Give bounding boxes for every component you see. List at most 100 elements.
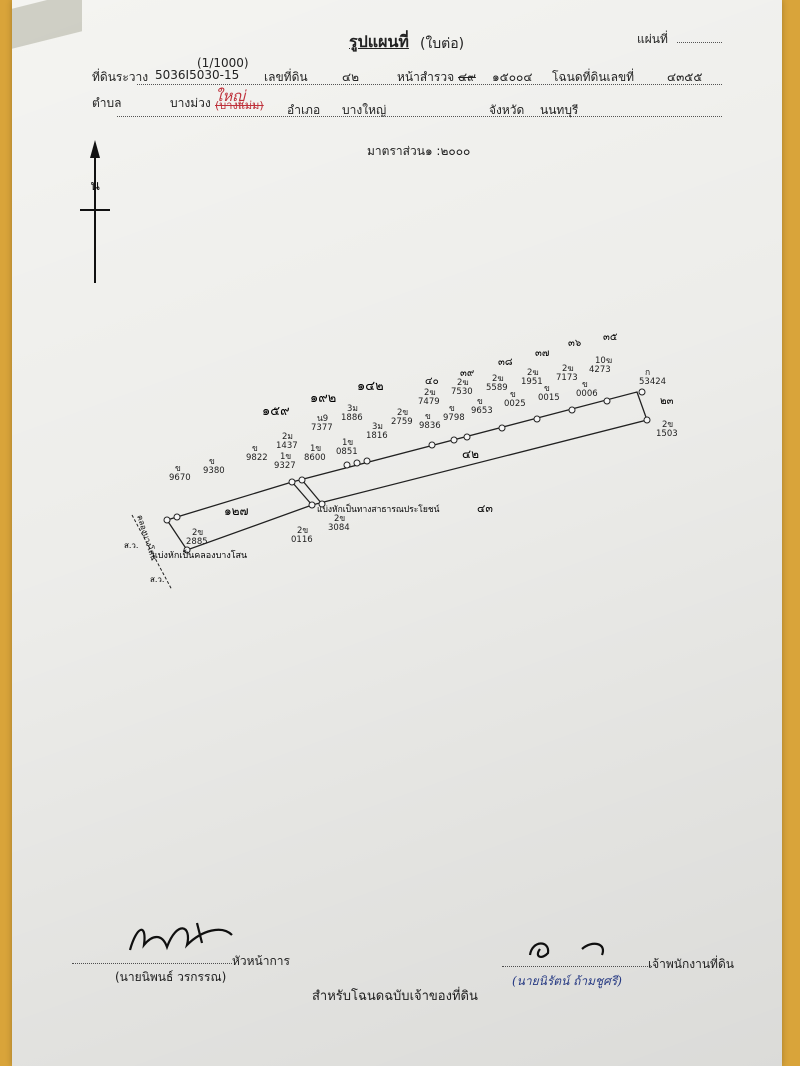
point-code: ข [510, 390, 516, 400]
point-number: 9798 [443, 413, 465, 423]
province-value: นนทบุรี [540, 103, 579, 117]
right-name: (นายนิรัตน์ ถ้ามชูศรี) [512, 974, 622, 988]
point-code: 1ข [280, 452, 291, 462]
canal-note: แบ่งหักเป็นคลองบางโสน [152, 548, 247, 561]
page-value: ๑๕๐๐๔ [492, 70, 533, 84]
scale-label: มาตราส่วน [367, 144, 425, 158]
point-code: 2ฆ [457, 378, 469, 388]
point-number: 7479 [418, 397, 440, 407]
point-code: ข [477, 397, 483, 407]
page-value-struck: ๔๙ [458, 70, 476, 84]
label-40: ๔๐ [425, 376, 439, 387]
subdistrict-label: ตำบล [92, 96, 122, 110]
parcel-br-label: ๒๓ [660, 396, 674, 407]
point-code: ข [544, 384, 550, 394]
point-code: 2ฆ [562, 364, 574, 374]
label-142: ๑๔๒ [357, 379, 384, 394]
survey-map-sheet: รูปแผนที่ (ใบต่อ) แผ่นที่ (1/1000) ที่ดิ… [12, 0, 782, 1066]
point-code: 2ข [297, 526, 308, 536]
point-number: 9327 [274, 461, 296, 471]
road-note: แบ่งหักเป็นทางสาธารณประโยชน์ [317, 503, 440, 515]
point-code: น9 [317, 414, 328, 424]
point-code: 2ข [397, 408, 408, 418]
survey-prefix: ที่ดินระวาง [92, 70, 149, 84]
left-title: หัวหน้าการ [232, 954, 290, 968]
point-number: 2759 [391, 417, 413, 427]
point-code: 2ข [334, 514, 345, 524]
point-code: ข [209, 457, 215, 467]
point-code: 10ฆ [595, 356, 612, 366]
parcel-label: เลขที่ดิน [264, 70, 308, 84]
label-36: ๓๖ [568, 338, 581, 349]
label-37: ๓๗ [535, 348, 549, 359]
point-number: 2885 [186, 537, 208, 547]
point-number: 9670 [169, 473, 191, 483]
point-number: 0006 [576, 389, 598, 399]
point-number: 0015 [538, 393, 560, 403]
line1-dotline [137, 84, 722, 85]
deed-label: โฉนดที่ดินเลขที่ [552, 70, 635, 84]
left-name: (นายนิพนธ์ วรกรรณ) [115, 970, 227, 984]
point-code: ก [645, 368, 650, 378]
page-title: รูปแผนที่ [349, 32, 409, 51]
title-suffix: (ใบต่อ) [420, 36, 465, 52]
point-number: 7377 [311, 423, 333, 433]
point-code: ข [252, 444, 258, 454]
point-code: 1ข [342, 438, 353, 448]
point-number: 5589 [486, 383, 508, 393]
scale-small: (1/1000) [197, 56, 249, 70]
point-code: 1ข [310, 444, 321, 454]
right-sign-dotline [502, 966, 652, 967]
point-number: 1886 [341, 413, 363, 423]
district-value: บางใหญ่ [342, 103, 387, 117]
point-code: ข [175, 464, 181, 474]
parcel-center-label: ๔๒ [462, 447, 479, 461]
label-39: ๓๙ [460, 368, 474, 379]
point-number: 9836 [419, 421, 441, 431]
point-number: 0116 [291, 535, 313, 545]
point-code: 2ม [282, 432, 293, 442]
subdistrict-value: บางม่วง [170, 96, 211, 110]
point-code: ข [582, 380, 588, 390]
page-label: หน้าสำรวจ [397, 70, 455, 84]
right-title: เจ้าพนักงานที่ดิน [648, 957, 734, 971]
point-number: 9822 [246, 453, 268, 463]
survey-value: 5036I5030-15 [155, 68, 240, 82]
point-code: ข [449, 404, 455, 414]
canal-label: คลองบางโสน [135, 514, 159, 562]
left-sign-dotline [72, 963, 232, 964]
point-code: 2ฆ [492, 374, 504, 384]
parcel-value: ๔๒ [342, 70, 359, 84]
label-159: ๑๕๙ [262, 404, 290, 419]
point-code: 2ฆ [527, 368, 539, 378]
point-number: 1503 [656, 429, 678, 439]
label-192: ๑๙๒ [310, 391, 336, 406]
right-signature [528, 942, 605, 959]
point-number: 0851 [336, 447, 358, 457]
point-code: ข [425, 412, 431, 422]
subdistrict-handwritten: ใหญ่ [215, 87, 245, 105]
point-code: 3ม [372, 422, 383, 432]
point-number: 1951 [521, 377, 543, 387]
canal-mark-2: ส.ว. [150, 575, 164, 584]
footer-note: สำหรับโฉนดฉบับเจ้าของที่ดิน [312, 989, 478, 1004]
point-number: 3084 [328, 523, 350, 533]
point-number: 9653 [471, 406, 493, 416]
point-number: 8600 [304, 453, 326, 463]
point-code: 3ม [347, 404, 358, 414]
canal-line [131, 514, 173, 591]
point-code: 2ข [662, 420, 673, 430]
label-38: ๓๘ [498, 357, 513, 368]
point-number: 4273 [589, 365, 611, 375]
point-code: 2ข [192, 528, 203, 538]
district-label: อำเภอ [287, 103, 321, 117]
parcel-divider [291, 481, 313, 506]
deed-value: ๔๓๕๕ [667, 70, 703, 84]
point-number: 1816 [366, 431, 388, 441]
parcel-right-label: ๔๓ [477, 502, 493, 515]
point-code: 2ฆ [424, 388, 436, 398]
parcel-map: ๑๕๙ ๑๙๒ ๑๔๒ ๔๐ ๓๙ ๓๘ ๓๗ ๓๖ ๓๕ ๔๒ ๑๒๗ ๔๓ … [124, 332, 678, 591]
point-number: 7173 [556, 373, 578, 383]
point-number: 53424 [639, 377, 666, 387]
